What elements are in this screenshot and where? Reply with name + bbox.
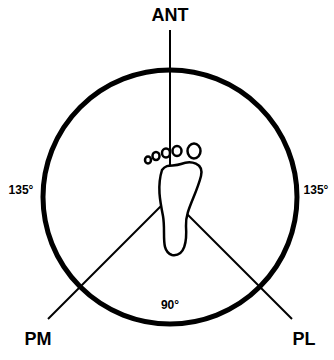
angle-label: 135° bbox=[304, 184, 329, 196]
direction-label: PM bbox=[25, 330, 52, 348]
angle-label: 90° bbox=[161, 299, 179, 311]
angle-label: 135° bbox=[9, 184, 34, 196]
foot-outline bbox=[145, 144, 201, 256]
direction-label: PL bbox=[292, 330, 315, 348]
posteromedial-axis bbox=[48, 197, 170, 319]
direction-label: ANT bbox=[152, 6, 189, 24]
